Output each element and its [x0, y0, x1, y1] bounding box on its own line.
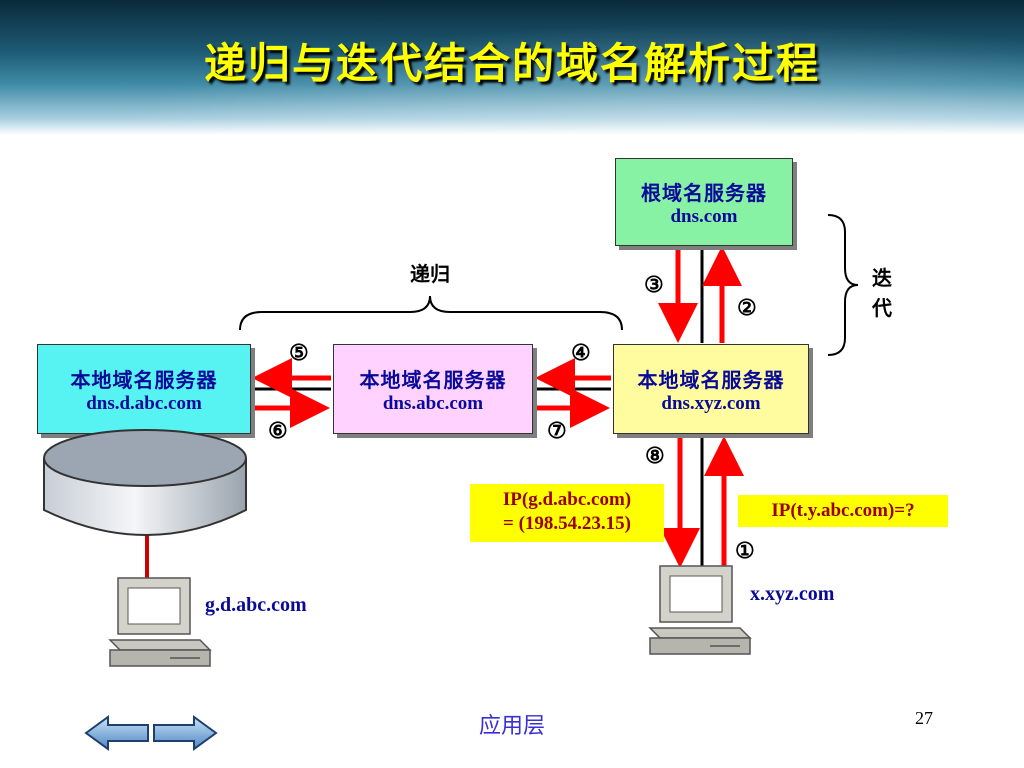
iteration-label-2: 代 [872, 296, 892, 320]
page-number: 27 [915, 708, 933, 728]
question-box: IP(t.y.abc.com)=? [738, 495, 948, 527]
local-abc-server-domain: dns.abc.com [382, 392, 484, 414]
local-d-server-domain: dns.d.abc.com [86, 392, 202, 414]
local-abc-server-name: 本地域名服务器 [359, 367, 507, 392]
slide-title: 递归与迭代结合的域名解析过程 [203, 39, 820, 88]
local-xyz-server-name: 本地域名服务器 [637, 367, 785, 392]
local-dns-server-abc: 本地域名服务器 dns.abc.com [333, 344, 533, 434]
root-dns-server: 根域名服务器 dns.com [615, 158, 793, 246]
local-dns-server-d-abc: 本地域名服务器 dns.d.abc.com [37, 344, 251, 434]
step-4-label: ④ [571, 340, 591, 366]
iteration-label-1: 迭 [872, 266, 892, 290]
answer-box: IP(g.d.abc.com) = (198.54.23.15) [470, 484, 664, 542]
local-xyz-server-domain: dns.xyz.com [661, 392, 761, 414]
root-server-name: 根域名服务器 [641, 180, 767, 205]
left-arrow-nav-icon[interactable] [84, 715, 150, 751]
right-arrow-nav-icon[interactable] [152, 715, 218, 751]
footer-label: 应用层 [478, 714, 545, 739]
step-3-label: ③ [644, 272, 664, 298]
root-server-domain: dns.com [670, 205, 738, 227]
step-5-label: ⑤ [289, 340, 309, 366]
local-dns-server-xyz: 本地域名服务器 dns.xyz.com [613, 344, 809, 434]
recursion-brace [239, 295, 623, 331]
title-banner [0, 0, 1024, 135]
host-x-xyz: x.xyz.com [750, 583, 835, 605]
host-g-d-abc: g.d.abc.com [205, 594, 307, 616]
step-8-label: ⑧ [645, 443, 665, 469]
step-2-label: ② [737, 295, 757, 321]
step-7-label: ⑦ [547, 418, 567, 444]
local-d-server-name: 本地域名服务器 [70, 367, 218, 392]
step-1-label: ① [735, 538, 755, 564]
answer-line-1: IP(g.d.abc.com) [502, 489, 632, 510]
recursion-label: 递归 [410, 262, 450, 286]
step-6-label: ⑥ [268, 418, 288, 444]
answer-line-2: = (198.54.23.15) [503, 513, 631, 534]
iteration-brace [827, 214, 859, 356]
